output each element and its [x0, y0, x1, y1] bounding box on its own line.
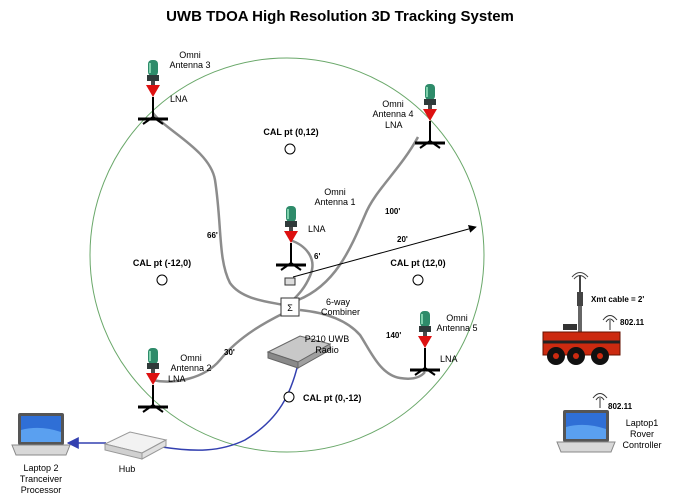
- svg-text:P210 UWB: P210 UWB: [305, 334, 350, 344]
- cable-antenna-5: [299, 308, 426, 380]
- rover-icon: [542, 272, 621, 365]
- svg-text:Laptop1: Laptop1: [626, 418, 659, 428]
- svg-text:LNA: LNA: [170, 94, 188, 104]
- svg-text:Tranceiver: Tranceiver: [20, 474, 62, 484]
- combiner-box: [280, 297, 300, 317]
- hub-icon: [103, 431, 168, 460]
- rover-wifi-label: 802.11: [620, 318, 645, 327]
- svg-text:Rover: Rover: [630, 429, 654, 439]
- cal-point-right: CAL pt (12,0): [390, 258, 446, 286]
- svg-text:LNA: LNA: [308, 224, 326, 234]
- cable-length-6: 6': [314, 252, 320, 261]
- svg-text:Processor: Processor: [21, 485, 62, 495]
- svg-text:Antenna 3: Antenna 3: [169, 60, 210, 70]
- antenna-2-icon: [136, 346, 170, 414]
- cable-length-140: 140': [386, 331, 401, 340]
- svg-text:Controller: Controller: [622, 440, 661, 450]
- diagram-title: UWB TDOA High Resolution 3D Tracking Sys…: [166, 8, 514, 25]
- svg-text:CAL pt (0,12): CAL pt (0,12): [263, 127, 318, 137]
- svg-text:CAL pt (0,-12): CAL pt (0,-12): [303, 393, 361, 403]
- svg-text:CAL pt (-12,0): CAL pt (-12,0): [133, 258, 191, 268]
- radio-device-icon: [266, 335, 332, 369]
- radio-label: P210 UWB Radio: [305, 334, 350, 355]
- combiner-label: 6-way Combiner: [321, 297, 360, 317]
- svg-text:LNA: LNA: [168, 374, 186, 384]
- network-cable-radio-hub: [161, 354, 301, 451]
- svg-text:6-way: 6-way: [326, 297, 351, 307]
- cable-length-30: 30': [224, 348, 235, 357]
- antenna-2-label: Omni Antenna 2 LNA: [168, 353, 212, 384]
- svg-text:LNA: LNA: [385, 120, 403, 130]
- svg-text:Antenna 5: Antenna 5: [436, 323, 477, 333]
- svg-text:Antenna 2: Antenna 2: [170, 363, 211, 373]
- svg-text:Omni: Omni: [382, 99, 404, 109]
- svg-text:Combiner: Combiner: [321, 307, 360, 317]
- laptop-1-icon: [556, 393, 616, 453]
- cable-length-100: 100': [385, 207, 400, 216]
- laptop-2-icon: [11, 413, 71, 456]
- svg-text:Laptop 2: Laptop 2: [23, 463, 58, 473]
- tracking-area-circle: [89, 57, 485, 453]
- svg-text:LNA: LNA: [440, 354, 458, 364]
- antenna-5-icon: [408, 309, 442, 377]
- antenna-5-label: Omni Antenna 5 LNA: [436, 313, 477, 364]
- antenna-1-label: Omni Antenna 1 LNA: [308, 187, 356, 234]
- laptop-1-wifi-label: 802.11: [608, 402, 633, 411]
- svg-text:Antenna 1: Antenna 1: [314, 197, 355, 207]
- laptop-1-label: Laptop1 Rover Controller: [622, 418, 661, 450]
- antenna-3-label: Omni Antenna 3 LNA: [169, 50, 210, 104]
- antenna-1-icon: [274, 204, 308, 272]
- combiner-symbol: Σ: [287, 303, 293, 313]
- antenna-3-icon: [136, 58, 170, 126]
- antenna-4-icon: [413, 82, 447, 150]
- xmt-cable-label: Xmt cable = 2': [591, 295, 644, 304]
- reference-tag-box: [284, 277, 296, 286]
- cal-point-left: CAL pt (-12,0): [133, 258, 191, 286]
- cable-length-66: 66': [207, 231, 218, 240]
- svg-text:Omni: Omni: [446, 313, 468, 323]
- cable-antenna-3: [151, 112, 285, 307]
- laptop-2-label: Laptop 2 Tranceiver Processor: [20, 463, 62, 495]
- cable-length-radius: 20': [397, 235, 408, 244]
- svg-text:CAL pt (12,0): CAL pt (12,0): [390, 258, 445, 268]
- antenna-cables: [151, 112, 426, 383]
- cable-antenna-4: [297, 136, 420, 302]
- svg-text:Radio: Radio: [315, 345, 339, 355]
- hub-label: Hub: [119, 464, 136, 474]
- cal-point-bottom: CAL pt (0,-12): [283, 391, 361, 403]
- cable-antenna-2: [151, 311, 285, 383]
- svg-text:Omni: Omni: [180, 353, 202, 363]
- svg-text:Omni: Omni: [324, 187, 346, 197]
- radius-arrow: [292, 225, 477, 278]
- svg-text:Antenna 4: Antenna 4: [372, 109, 413, 119]
- cal-point-top: CAL pt (0,12): [263, 127, 319, 155]
- svg-text:Omni: Omni: [179, 50, 201, 60]
- antenna-4-label: Omni Antenna 4 LNA: [372, 99, 413, 130]
- cable-antenna-1: [289, 238, 314, 301]
